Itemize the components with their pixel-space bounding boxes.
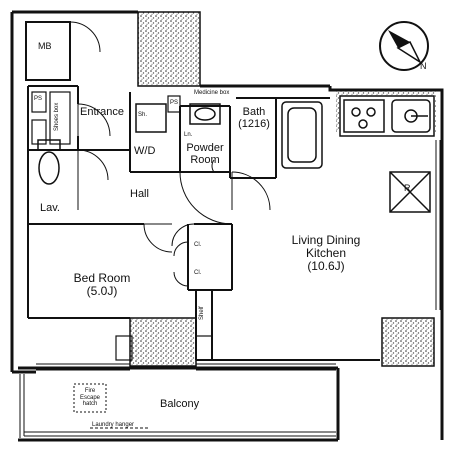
door-swings	[69, 21, 271, 287]
label-living: Living Dining Kitchen (10.6J)	[291, 233, 361, 274]
label-shoes-box: Shoes box	[54, 102, 60, 132]
fire-escape-hatch	[73, 383, 107, 413]
label-fire-escape: Fire Escape hatch	[79, 388, 100, 408]
label-ps-mid: PS	[170, 100, 179, 106]
windows	[36, 140, 441, 371]
label-lav: Lav.	[40, 202, 60, 214]
label-powder: Powder Room	[186, 142, 224, 167]
balcony-rail	[19, 374, 336, 438]
outer-walls	[10, 10, 444, 442]
kitchen-counter	[339, 95, 435, 137]
label-cl-2: Cl.	[194, 270, 202, 276]
label-refrigerator: R	[404, 183, 411, 193]
storage-units	[31, 91, 213, 361]
powder-sink	[135, 103, 221, 133]
refrigerator	[389, 171, 431, 213]
label-balcony: Balcony	[160, 398, 200, 410]
label-sh: Sh.	[138, 112, 148, 118]
label-medicine-box: Medicine box	[194, 90, 230, 96]
label-hall: Hall	[130, 188, 149, 200]
label-ln: Ln.	[184, 132, 193, 138]
label-mb: MB	[38, 41, 52, 51]
toilet	[37, 139, 61, 185]
label-north: N	[420, 61, 427, 71]
label-wd: W/D	[134, 145, 156, 157]
label-bath: Bath (1216)	[238, 106, 270, 131]
label-bed-room: Bed Room (5.0J)	[73, 271, 131, 299]
bathtub	[281, 101, 323, 169]
label-laundry-hanger: Laundry hanger	[92, 422, 135, 428]
label-shelf: Shelf	[199, 306, 205, 320]
label-cl-1: Cl.	[194, 242, 202, 248]
label-entrance: Entrance	[80, 106, 125, 118]
north-arrow-icon	[379, 21, 429, 71]
label-ps-top: PS	[34, 96, 43, 102]
